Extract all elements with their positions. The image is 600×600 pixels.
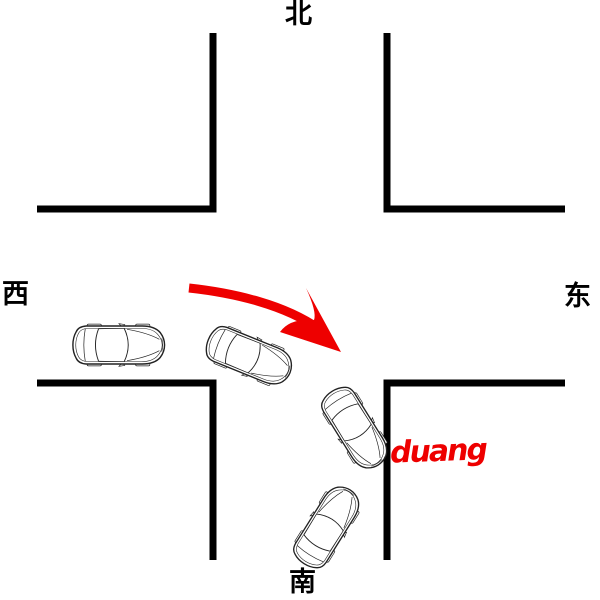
- label-south: 南: [289, 567, 316, 598]
- road-corner-se: [383, 379, 565, 560]
- collision-sound-text: duang: [389, 432, 487, 471]
- road-corner-ne: [383, 33, 565, 213]
- road-corner-nw: [37, 33, 217, 213]
- label-west: 西: [2, 279, 29, 310]
- road-corner-sw: [37, 379, 217, 560]
- turn-arrow-head: [280, 288, 341, 352]
- label-north: 北: [285, 0, 312, 30]
- label-east: 东: [564, 281, 591, 312]
